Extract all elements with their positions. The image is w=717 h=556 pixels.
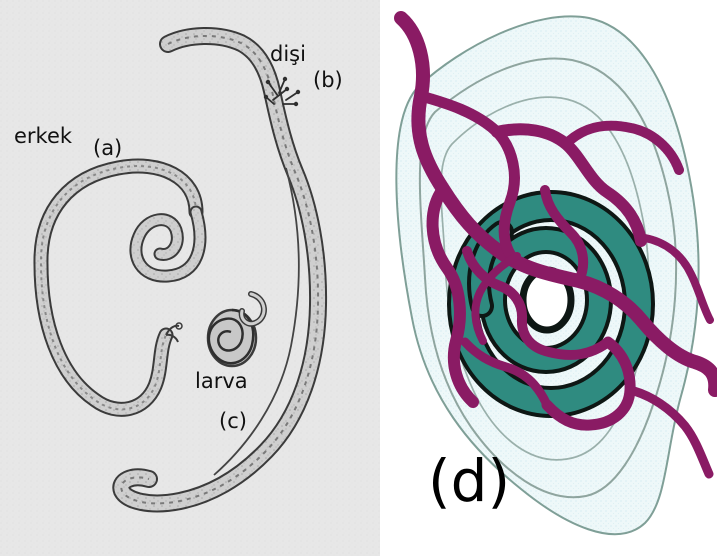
label-a: (a) — [93, 138, 122, 159]
label-larva: larva — [195, 371, 248, 392]
label-erkek: erkek — [14, 126, 72, 147]
label-disi: dişi — [270, 44, 306, 65]
worm-illustration-panel: erkek (a) dişi (b) larva (c) — [0, 0, 380, 556]
encysted-larva-panel: (d) — [385, 0, 717, 556]
label-b: (b) — [313, 70, 343, 91]
label-c: (c) — [219, 411, 247, 432]
label-d: (d) — [428, 452, 510, 510]
